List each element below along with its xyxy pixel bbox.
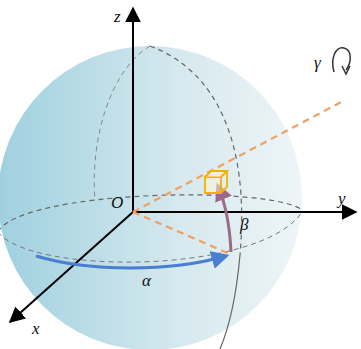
sphere bbox=[0, 46, 302, 349]
origin-label: O bbox=[111, 194, 123, 211]
equator-front bbox=[0, 212, 302, 262]
axis-label: x bbox=[32, 320, 40, 337]
axis-label: z bbox=[114, 8, 121, 25]
equator-back bbox=[0, 195, 302, 232]
projection-ray bbox=[133, 212, 230, 254]
gamma-rotation-head bbox=[342, 66, 350, 74]
axis-label: y bbox=[338, 190, 346, 207]
beta-arc bbox=[218, 186, 231, 252]
angle-label: α bbox=[142, 272, 151, 289]
meridian bbox=[150, 46, 242, 255]
meridian-front bbox=[220, 255, 240, 349]
angle-label: γ bbox=[314, 54, 321, 71]
cube bbox=[205, 171, 227, 193]
z-axis bbox=[132, 8, 134, 212]
y-axis bbox=[133, 211, 356, 213]
angle-label: β bbox=[240, 216, 248, 233]
meridian-left bbox=[94, 46, 150, 200]
gamma-rotation bbox=[333, 48, 351, 72]
direction-ray bbox=[133, 100, 345, 212]
alpha-arc bbox=[36, 256, 226, 268]
